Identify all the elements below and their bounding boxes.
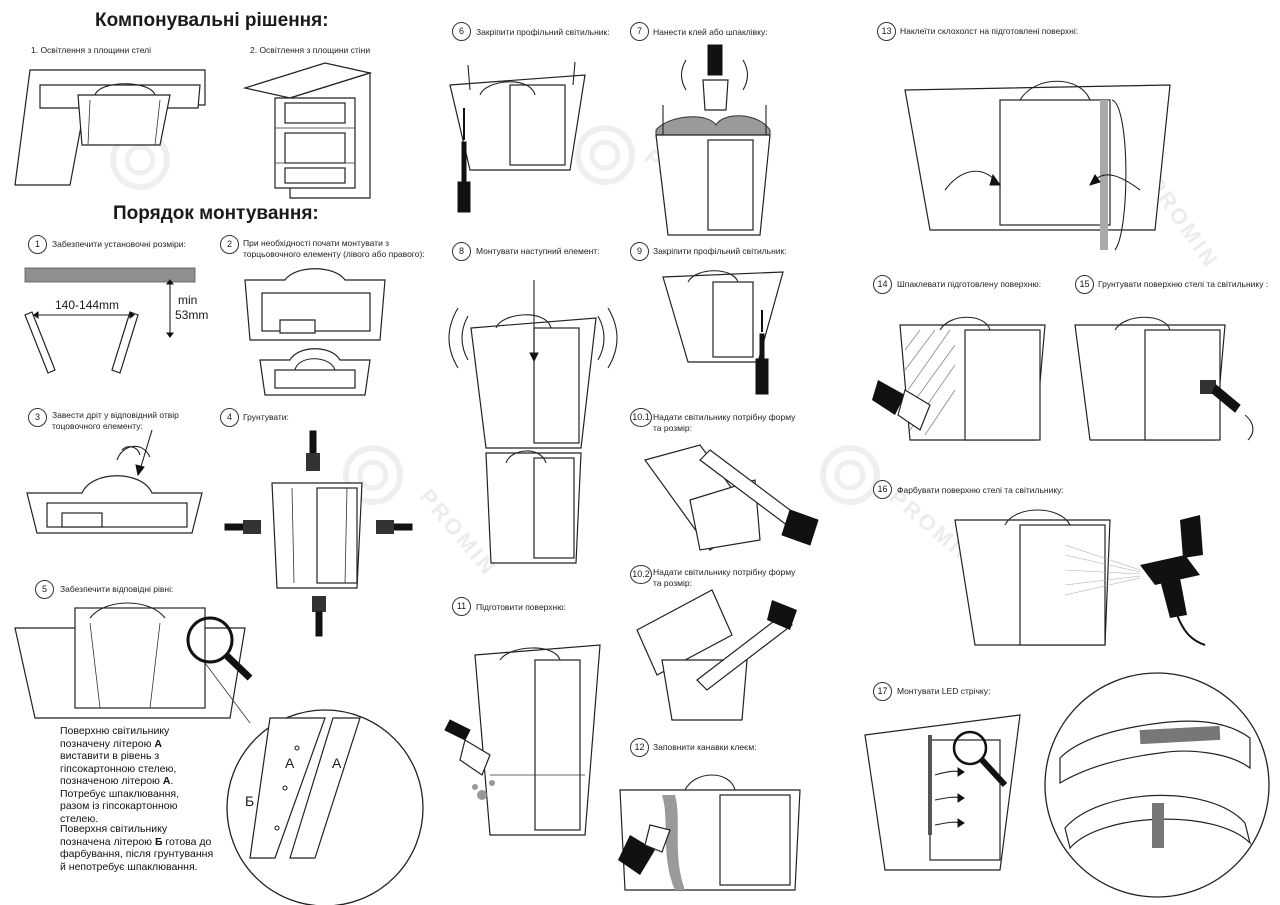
watermark-logo xyxy=(575,125,635,190)
priming-illustration xyxy=(224,430,413,637)
step-number: 10.1 xyxy=(630,408,652,427)
step-number: 12 xyxy=(630,738,649,757)
step-number: 16 xyxy=(873,480,892,499)
screw-profile-illustration xyxy=(662,270,784,395)
step-caption: Монтувати наступний елемент: xyxy=(476,246,600,256)
step-caption: Підготовити поверхню: xyxy=(476,602,566,612)
wire-insert-illustration xyxy=(26,429,203,534)
step-caption: Нанести клей або шпаклівку: xyxy=(653,27,768,37)
detail-label-a: А xyxy=(285,755,295,771)
step-number: 1 xyxy=(28,235,47,254)
layout-caption-1: 1. Освітлення з площини стелі xyxy=(31,45,151,55)
step-number: 13 xyxy=(877,22,896,41)
step-caption: Грунтувати поверхню стелі та світильнику… xyxy=(1098,279,1269,289)
step-number: 8 xyxy=(452,242,471,261)
fill-grooves-illustration xyxy=(618,774,801,891)
cut-shape-illustration xyxy=(644,444,819,551)
cut-shape-illustration xyxy=(636,589,797,721)
led-detail-illustration xyxy=(1044,672,1270,898)
painting-illustration xyxy=(954,509,1206,646)
step-caption: Грунтувати: xyxy=(243,412,289,422)
min-label: min xyxy=(178,293,198,307)
screw-profile-illustration xyxy=(449,61,586,213)
putty-illustration xyxy=(872,316,1046,441)
wall-layout-illustration xyxy=(242,62,373,199)
step-number: 2 xyxy=(220,235,239,254)
detail-label-b: Б xyxy=(245,793,255,809)
step-caption: Фарбувати поверхню стелі та світильнику: xyxy=(897,485,1064,495)
step-caption: Заповнити канавки клеєм: xyxy=(653,742,757,752)
step-caption: При необхідності почати монтувати з торц… xyxy=(243,238,425,259)
next-element-illustration xyxy=(448,280,618,564)
step-number: 17 xyxy=(873,682,892,701)
step-caption: Забезпечити установочні розміри: xyxy=(52,239,186,249)
step-number: 9 xyxy=(630,242,649,261)
installation-dimensions-illustration xyxy=(24,267,196,374)
step-caption: Шпаклевати підготовлену поверхню: xyxy=(897,279,1042,289)
step-caption: Надати світильнику потрібну форму та роз… xyxy=(653,567,796,588)
layout-heading: Компонувальні рішення: xyxy=(95,10,329,31)
ceiling-layout-illustration xyxy=(14,69,206,186)
step-number: 6 xyxy=(452,22,471,41)
step-caption: Надати світильнику потрібну форму та роз… xyxy=(653,412,796,433)
detail-label-a: А xyxy=(332,755,342,771)
level-alignment-illustration xyxy=(14,602,424,905)
note-surface-a: Поверхню світильнику позначену літерою А… xyxy=(60,725,179,825)
step-number: 14 xyxy=(873,275,892,294)
watermark-logo xyxy=(343,445,403,510)
min-value: 53mm xyxy=(175,308,209,322)
step-caption: Монтувати LED стрічку: xyxy=(897,686,991,696)
step-caption: Закріпити профільний світильник: xyxy=(653,246,787,256)
step-number: 11 xyxy=(452,597,471,616)
end-element-illustration xyxy=(244,268,386,396)
step-caption: Завести дріт у відповідний отвір тоцовоч… xyxy=(52,410,179,431)
step-number: 4 xyxy=(220,408,239,427)
mounting-heading: Порядок монтування: xyxy=(113,203,319,224)
note-surface-b: Поверхня світильнику позначена літерою Б… xyxy=(60,823,214,873)
step-number: 3 xyxy=(28,408,47,427)
step-number: 7 xyxy=(630,22,649,41)
layout-caption-2: 2. Освітлення з площини стіни xyxy=(250,45,371,55)
priming-surface-illustration xyxy=(1074,316,1254,441)
watermark-logo xyxy=(820,445,880,510)
step-caption: Забезпечити відповідні рівні: xyxy=(60,584,174,594)
width-dimension: 140-144mm xyxy=(55,298,120,312)
step-number: 5 xyxy=(35,580,54,599)
step-caption: Наклеїти склохолст на підготовлені повер… xyxy=(900,26,1079,36)
led-strip-illustration xyxy=(864,714,1021,871)
apply-adhesive-illustration xyxy=(655,44,771,236)
fiberglass-illustration xyxy=(904,80,1171,251)
step-caption: Закріпити профільний світильник: xyxy=(476,27,610,37)
step-number: 15 xyxy=(1075,275,1094,294)
surface-prep-illustration xyxy=(444,644,601,836)
step-number: 10.2 xyxy=(630,565,652,584)
